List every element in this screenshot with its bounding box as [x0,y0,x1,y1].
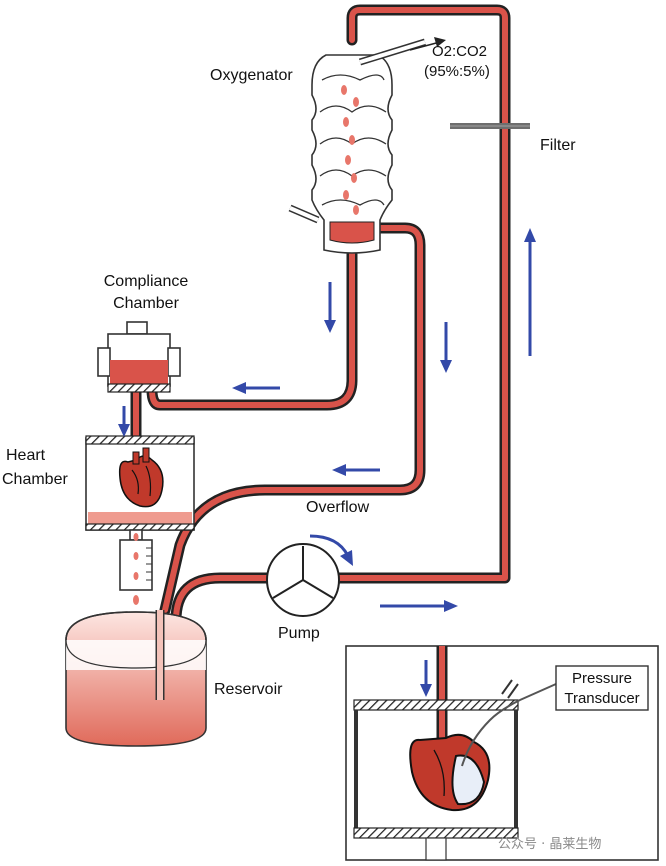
overflow-label: Overflow [306,499,370,516]
flow-arrow-down-icon [420,660,432,697]
filter-label: Filter [540,137,576,154]
flow-arrows [118,228,536,612]
filter [450,123,530,129]
heart-icon [118,447,164,508]
transducer-label: Transducer [564,690,639,707]
compliance-label: Compliance [104,273,189,290]
compliance-chamber [97,321,181,393]
heart-icon [409,733,491,812]
heart-chamber-label: Heart [6,447,46,464]
flow-arrow-up-icon [524,228,536,356]
drip-chamber [119,529,153,659]
gas-label: O2:CO2 [432,43,487,60]
pressure-label: Pressure [572,670,632,687]
gas-ratio-label: (95%:5%) [424,63,490,80]
oxygenator-label: Oxygenator [210,67,293,84]
heart-chamber [85,435,195,531]
reservoir-label: Reservoir [214,681,283,698]
compliance-label-2: Chamber [113,295,179,312]
pressure-inset [345,645,659,861]
oxygenator [288,38,427,254]
pump-rotation-arrow-icon [309,534,353,566]
pump-label: Pump [278,625,320,642]
pump [266,543,340,617]
flow-arrow-left-icon [232,382,280,394]
flow-arrow-down-icon [440,322,452,373]
flow-arrow-down-icon [324,282,336,333]
heart-chamber-label-2: Chamber [2,471,68,488]
flow-arrow-down-icon [118,406,130,437]
gas-inlet-arrow-icon [409,37,446,51]
flow-arrow-left-icon [332,464,380,476]
tubing [130,4,511,706]
reservoir [65,610,207,747]
flow-arrow-right-icon [380,600,458,612]
watermark: 公众号 · 晶莱生物 [498,837,601,852]
